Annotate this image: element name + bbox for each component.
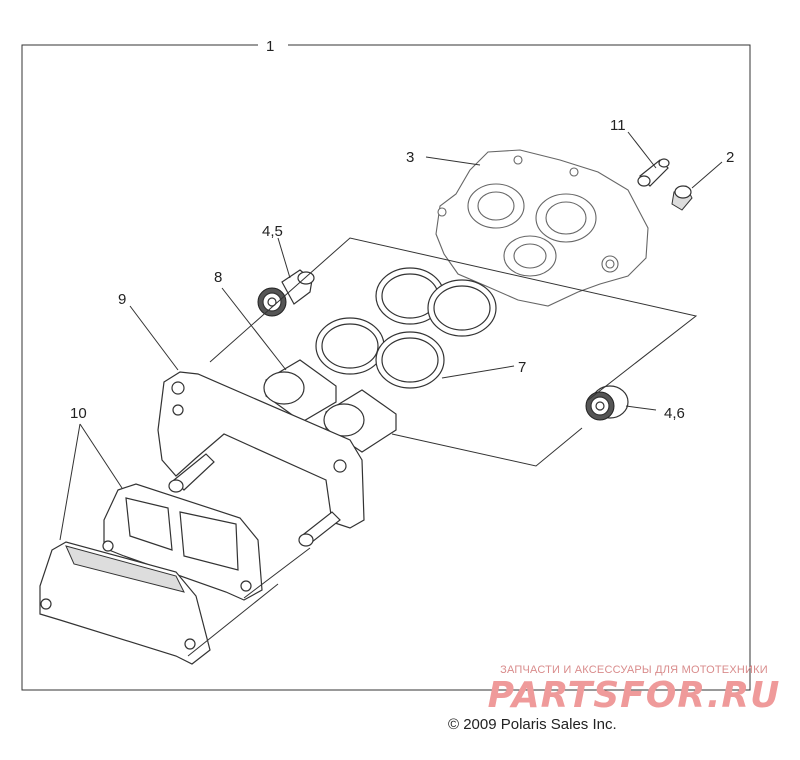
callout-8: 8 xyxy=(214,269,222,286)
watermark-logo: PARTSFOR.RU xyxy=(487,675,781,716)
callout-4-5: 4,5 xyxy=(262,223,283,240)
watermark-tagline: ЗАПЧАСТИ И АКСЕССУАРЫ ДЛЯ МОТОТЕХНИКИ xyxy=(500,664,768,676)
callout-labels: 1 2 3 4,5 4,6 7 8 9 10 11 xyxy=(70,38,734,422)
callout-7: 7 xyxy=(518,359,526,376)
callout-9: 9 xyxy=(118,291,126,308)
caliper-bracket xyxy=(157,371,365,547)
caliper-pistons xyxy=(263,359,397,453)
bleeder-valve xyxy=(637,158,670,187)
assembly-frame xyxy=(21,44,751,691)
callout-4-6: 4,6 xyxy=(664,405,685,422)
brake-pads xyxy=(39,483,263,665)
watermark: ЗАПЧАСТИ И АКСЕССУАРЫ ДЛЯ МОТОТЕХНИКИ PA… xyxy=(484,664,784,716)
callout-2: 2 xyxy=(726,149,734,166)
callout-3: 3 xyxy=(406,149,414,166)
piston-seal-rings xyxy=(315,267,497,389)
copyright-notice: © 2009 Polaris Sales Inc. xyxy=(448,716,617,733)
callout-1: 1 xyxy=(266,38,274,55)
callout-11: 11 xyxy=(610,117,626,134)
caliper-bushing xyxy=(585,385,629,421)
caliper-body xyxy=(435,149,649,307)
callout-10: 10 xyxy=(70,405,87,422)
bleeder-cap xyxy=(671,185,693,211)
leader-lines xyxy=(59,131,723,657)
